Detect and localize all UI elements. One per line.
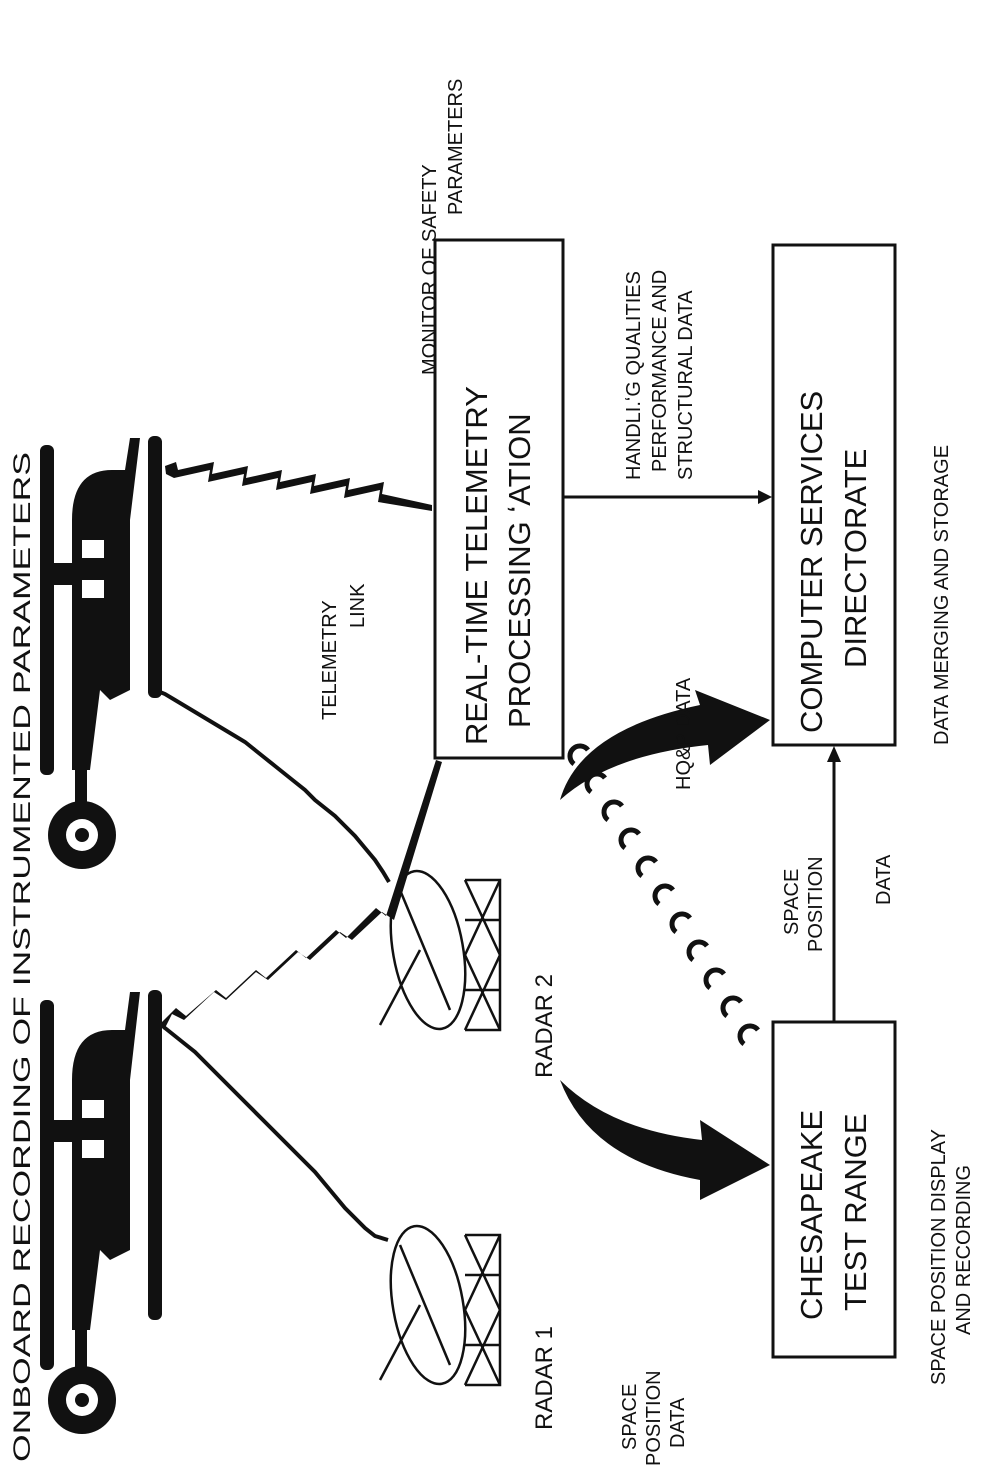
space-position-display-label-1: SPACE POSITION DISPLAY bbox=[928, 1129, 950, 1385]
computer-services-box: COMPUTER SERVICES DIRECTORATE bbox=[773, 245, 895, 745]
space-position-display-label-2: AND RECORDING bbox=[953, 1165, 975, 1335]
space-position-label-2: POSITION bbox=[805, 856, 827, 952]
space-position-label-1: SPACE bbox=[781, 869, 803, 935]
telemetry-link-label-1: TELEMETRY bbox=[319, 600, 341, 720]
hqp-data-label: HQ&P DATA bbox=[673, 677, 695, 790]
radar1-link bbox=[155, 1020, 388, 1240]
space-position-data-label-2: POSITION bbox=[643, 1370, 665, 1466]
monitor-label-2: PARAMETERS bbox=[445, 79, 467, 215]
handling-qualities-label-2: PERFORMANCE AND bbox=[649, 270, 671, 472]
computer-services-label-2: DIRECTORATE bbox=[838, 449, 873, 668]
realtime-telemetry-box: REAL-TIME TELEMETRY PROCESSING ʻATION bbox=[435, 240, 563, 758]
computer-services-label-1: COMPUTER SERVICES bbox=[794, 391, 829, 733]
radar2-arrow bbox=[560, 690, 770, 800]
helicopter-upper-icon bbox=[40, 436, 162, 869]
data-merging-label: DATA MERGING AND STORAGE bbox=[931, 445, 953, 745]
space-position-data-label: DATA bbox=[873, 854, 895, 905]
space-position-data-label-1: SPACE bbox=[619, 1384, 641, 1450]
realtime-telemetry-label-1: REAL-TIME TELEMETRY bbox=[459, 386, 494, 745]
radar1-dish-icon bbox=[380, 1220, 500, 1390]
telemetry-link-label-2: LINK bbox=[347, 583, 369, 628]
connector-ctr-to-csd bbox=[827, 746, 841, 1022]
monitor-label-1: MONITOR OF SAFETY bbox=[419, 164, 441, 375]
radar2-link bbox=[155, 690, 389, 882]
space-position-data-label-3: DATA bbox=[667, 1397, 689, 1448]
connector-rt-to-csd bbox=[563, 490, 772, 504]
onboard-recording-label: ONBOARD RECORDING OF INSTRUMENTED PARAME… bbox=[9, 452, 36, 1462]
handling-qualities-label-3: STRUCTURAL DATA bbox=[675, 290, 697, 480]
chesapeake-label-2: TEST RANGE bbox=[838, 1113, 873, 1311]
hqp-data-link bbox=[570, 746, 758, 1044]
handling-qualities-label-1: HANDLI.ʻG QUALITIES bbox=[623, 271, 645, 480]
radar1-arrow bbox=[560, 1080, 770, 1200]
radar2-label: RADAR 2 bbox=[531, 974, 558, 1078]
telemetry-link-upper bbox=[165, 462, 432, 511]
realtime-telemetry-label-2: PROCESSING ʻATION bbox=[502, 413, 537, 728]
helicopter-lower-icon bbox=[40, 990, 162, 1434]
chesapeake-test-range-box: CHESAPEAKE TEST RANGE bbox=[773, 1022, 895, 1357]
chesapeake-label-1: CHESAPEAKE bbox=[794, 1110, 829, 1320]
radar1-label: RADAR 1 bbox=[531, 1326, 558, 1430]
